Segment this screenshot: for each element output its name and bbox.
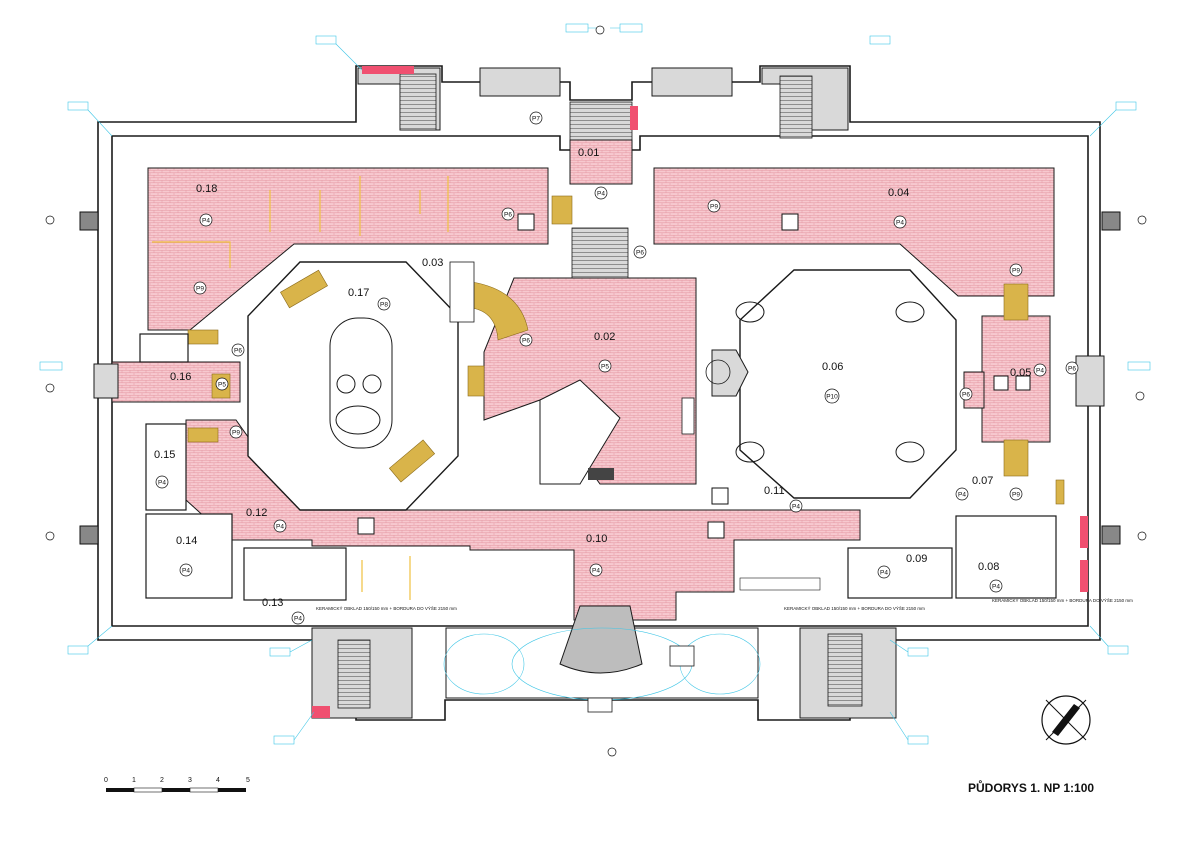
room-0-03: 0.03 — [422, 257, 443, 269]
svg-text:P4: P4 — [202, 218, 210, 225]
svg-text:P4: P4 — [276, 524, 284, 531]
svg-text:P6: P6 — [636, 250, 644, 257]
room-0-18: 0.18 — [196, 183, 217, 195]
room-0-15: 0.15 — [154, 449, 175, 461]
stair-se — [799, 627, 897, 719]
svg-text:P6: P6 — [234, 348, 242, 355]
svg-text:P9: P9 — [1012, 492, 1020, 499]
kitchen-counter — [539, 379, 695, 485]
room-0-16: 0.16 — [170, 371, 191, 383]
svg-text:P6: P6 — [1068, 366, 1076, 373]
svg-text:P4: P4 — [992, 584, 1000, 591]
tile-note-2: KERAMICKÝ OBKLAD 150/150 mm + BORDURA DO… — [784, 605, 925, 611]
svg-text:5: 5 — [246, 777, 250, 784]
room-0-12: 0.12 — [246, 507, 267, 519]
north-arrow-icon — [1041, 695, 1091, 745]
svg-text:P10: P10 — [826, 394, 838, 401]
svg-text:P4: P4 — [592, 568, 600, 575]
svg-text:P7: P7 — [532, 116, 540, 123]
svg-text:P9: P9 — [710, 204, 718, 211]
octagon-east — [705, 269, 957, 499]
room-0-05: 0.05 — [1010, 367, 1031, 379]
svg-text:P4: P4 — [294, 616, 302, 623]
stair-sw — [311, 627, 413, 719]
svg-text:P6: P6 — [504, 212, 512, 219]
svg-text:P4: P4 — [597, 191, 605, 198]
svg-text:P4: P4 — [880, 570, 888, 577]
svg-text:P4: P4 — [182, 568, 190, 575]
svg-text:1: 1 — [132, 777, 136, 784]
room-0-09: 0.09 — [906, 553, 927, 565]
svg-text:P9: P9 — [196, 286, 204, 293]
yellow-guides — [152, 176, 449, 600]
svg-text:P4: P4 — [958, 492, 966, 499]
floor-tags: P4 P5 P4 P4 P10 P4 P4 P4 P4 P4 P4 P4 P4 … — [155, 111, 1079, 625]
west-door-recess — [93, 363, 119, 399]
room-0-07: 0.07 — [972, 475, 993, 487]
svg-text:P8: P8 — [380, 302, 388, 309]
stair-nw — [357, 66, 441, 131]
svg-text:2: 2 — [160, 777, 164, 784]
drawing-title: PŮDORYS 1. NP 1:100 — [968, 779, 1094, 795]
stair-ne — [761, 67, 849, 139]
scale-bar: 0 1 2 3 4 5 — [104, 777, 250, 793]
room-0-13: 0.13 — [262, 597, 283, 609]
svg-text:P9: P9 — [1012, 268, 1020, 275]
svg-text:P6: P6 — [522, 338, 530, 345]
room-0-08: 0.08 — [978, 561, 999, 573]
svg-text:P4: P4 — [1036, 368, 1044, 375]
level-markers — [45, 25, 1147, 757]
room-0-17: 0.17 — [348, 287, 369, 299]
lower-rooms — [139, 333, 1088, 601]
room-0-06: 0.06 — [822, 361, 843, 373]
svg-text:P5: P5 — [218, 382, 226, 389]
svg-text:3: 3 — [188, 777, 192, 784]
room-0-02: 0.02 — [594, 331, 615, 343]
room-0-10: 0.10 — [586, 533, 607, 545]
svg-text:P9: P9 — [232, 430, 240, 437]
spiral-stair — [449, 261, 529, 341]
svg-text:0: 0 — [104, 777, 108, 784]
svg-text:P6: P6 — [962, 392, 970, 399]
tile-note-1: KERAMICKÝ OBKLAD 150/150 mm + BORDURA DO… — [316, 605, 457, 611]
svg-text:P4: P4 — [792, 504, 800, 511]
tile-note-3: KERAMICKÝ OBKLAD 150/150 mm + BORDURA DO… — [992, 597, 1133, 603]
room-0-01: 0.01 — [578, 147, 599, 159]
cyan-annotations — [39, 23, 1151, 745]
svg-text:4: 4 — [216, 777, 220, 784]
svg-text:P4: P4 — [158, 480, 166, 487]
room-0-04: 0.04 — [888, 187, 909, 199]
recess-n-left — [479, 67, 561, 97]
pillars — [79, 211, 1121, 545]
recess-n-right — [651, 67, 733, 97]
wood-blocks — [187, 195, 1065, 505]
south-entrance — [443, 605, 761, 713]
octagon-west — [247, 261, 459, 511]
svg-text:P4: P4 — [896, 220, 904, 227]
room-0-14: 0.14 — [176, 535, 197, 547]
room-0-11: 0.11 — [764, 485, 785, 497]
room-labels: 0.01 0.02 0.03 0.04 0.05 0.06 0.07 0.08 … — [154, 147, 1031, 609]
east-door-recess — [1075, 355, 1105, 407]
svg-text:P5: P5 — [601, 364, 609, 371]
